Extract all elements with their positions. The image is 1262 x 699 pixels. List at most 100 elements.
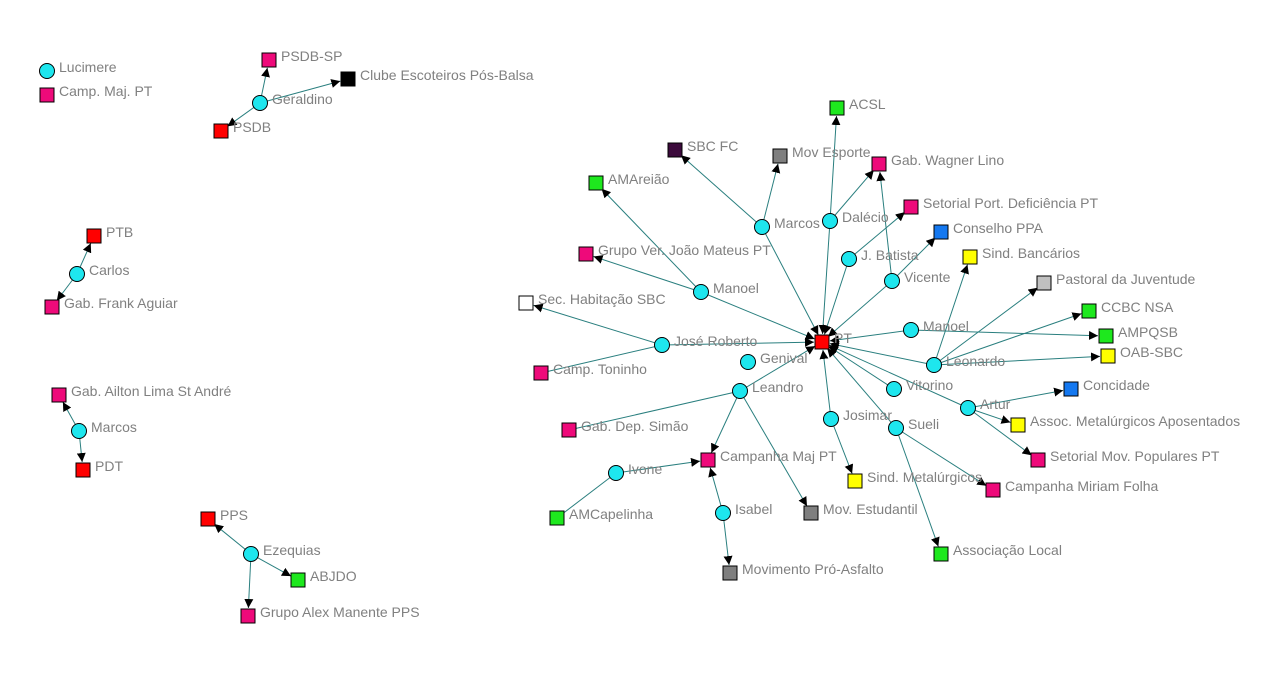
node-psdbsp[interactable]: PSDB-SP <box>261 48 342 68</box>
organization-square-icon[interactable] <box>985 482 1001 498</box>
node-grupover[interactable]: Grupo Ver. João Mateus PT <box>578 242 771 262</box>
organization-square-icon[interactable] <box>829 100 845 116</box>
node-joseroberto[interactable]: José Roberto <box>654 333 758 353</box>
node-sueli[interactable]: Sueli <box>888 416 940 436</box>
actor-circle-icon[interactable] <box>693 284 709 300</box>
node-campanhamaj[interactable]: Campanha Maj PT <box>700 448 837 468</box>
actor-circle-icon[interactable] <box>960 400 976 416</box>
actor-circle-icon[interactable] <box>822 213 838 229</box>
actor-circle-icon[interactable] <box>884 273 900 289</box>
actor-circle-icon[interactable] <box>715 505 731 521</box>
organization-square-icon[interactable] <box>588 175 604 191</box>
actor-circle-icon[interactable] <box>926 357 942 373</box>
organization-square-icon[interactable] <box>1063 381 1079 397</box>
organization-square-icon[interactable] <box>847 473 863 489</box>
node-ampqsb[interactable]: AMPQSB <box>1098 324 1178 344</box>
actor-circle-icon[interactable] <box>903 322 919 338</box>
node-manoell[interactable]: Manoel <box>693 280 759 300</box>
node-oab[interactable]: OAB-SBC <box>1100 344 1183 364</box>
node-gabfrank[interactable]: Gab. Frank Aguiar <box>44 295 178 315</box>
node-pastoral[interactable]: Pastoral da Juventude <box>1036 271 1196 291</box>
node-conselho[interactable]: Conselho PPA <box>933 220 1044 240</box>
organization-square-icon[interactable] <box>772 148 788 164</box>
organization-square-icon[interactable] <box>814 334 830 350</box>
node-marcos[interactable]: Marcos <box>754 215 820 235</box>
actor-circle-icon[interactable] <box>732 383 748 399</box>
organization-square-icon[interactable] <box>261 52 277 68</box>
node-miriam[interactable]: Campanha Miriam Folha <box>985 478 1158 498</box>
node-geraldino[interactable]: Geraldino <box>252 91 333 111</box>
organization-square-icon[interactable] <box>700 452 716 468</box>
actor-circle-icon[interactable] <box>69 266 85 282</box>
node-setorialport[interactable]: Setorial Port. Deficiência PT <box>903 195 1099 215</box>
organization-square-icon[interactable] <box>803 505 819 521</box>
node-pps[interactable]: PPS <box>200 507 248 527</box>
actor-circle-icon[interactable] <box>886 381 902 397</box>
actor-circle-icon[interactable] <box>252 95 268 111</box>
organization-square-icon[interactable] <box>86 228 102 244</box>
organization-square-icon[interactable] <box>722 565 738 581</box>
node-gabsimao[interactable]: Gab. Dep. Simão <box>561 418 689 438</box>
actor-circle-icon[interactable] <box>71 423 87 439</box>
node-dalecio[interactable]: Dalécio <box>822 209 889 229</box>
node-lucimere[interactable]: Lucimere <box>39 59 117 79</box>
organization-square-icon[interactable] <box>561 422 577 438</box>
organization-square-icon[interactable] <box>340 71 356 87</box>
node-abjdo[interactable]: ABJDO <box>290 568 357 588</box>
node-assoclocal[interactable]: Associação Local <box>933 542 1062 562</box>
organization-square-icon[interactable] <box>871 156 887 172</box>
actor-circle-icon[interactable] <box>243 546 259 562</box>
node-gabailton[interactable]: Gab. Ailton Lima St André <box>51 383 232 403</box>
actor-circle-icon[interactable] <box>754 219 770 235</box>
node-assocmet[interactable]: Assoc. Metalúrgicos Aposentados <box>1010 413 1240 433</box>
node-vicente[interactable]: Vicente <box>884 269 951 289</box>
node-artur[interactable]: Artur <box>960 396 1011 416</box>
node-proasfalto[interactable]: Movimento Pró-Asfalto <box>722 561 884 581</box>
organization-square-icon[interactable] <box>200 511 216 527</box>
organization-square-icon[interactable] <box>39 87 55 103</box>
node-ezequias[interactable]: Ezequias <box>243 542 321 562</box>
node-campmaj[interactable]: Camp. Maj. PT <box>39 83 153 103</box>
node-leonardo[interactable]: Leonardo <box>926 353 1006 373</box>
node-pt[interactable]: PT <box>814 330 852 350</box>
organization-square-icon[interactable] <box>290 572 306 588</box>
actor-circle-icon[interactable] <box>39 63 55 79</box>
organization-square-icon[interactable] <box>1098 328 1114 344</box>
organization-square-icon[interactable] <box>533 365 549 381</box>
node-psdb[interactable]: PSDB <box>213 119 271 139</box>
node-manoelr[interactable]: Manoel <box>903 318 969 338</box>
organization-square-icon[interactable] <box>549 510 565 526</box>
organization-square-icon[interactable] <box>1030 452 1046 468</box>
node-movesporte[interactable]: Mov Esporte <box>772 144 871 164</box>
organization-square-icon[interactable] <box>933 546 949 562</box>
node-jbatista[interactable]: J. Batista <box>841 247 919 267</box>
actor-circle-icon[interactable] <box>841 251 857 267</box>
node-pdt[interactable]: PDT <box>75 458 123 478</box>
actor-circle-icon[interactable] <box>654 337 670 353</box>
node-isabel[interactable]: Isabel <box>715 501 773 521</box>
organization-square-icon[interactable] <box>667 142 683 158</box>
node-gabwagner[interactable]: Gab. Wagner Lino <box>871 152 1004 172</box>
node-josimar[interactable]: Josimar <box>823 407 893 427</box>
actor-circle-icon[interactable] <box>888 420 904 436</box>
node-sindbanc[interactable]: Sind. Bancários <box>962 245 1080 265</box>
node-amareiao[interactable]: AMAreião <box>588 171 670 191</box>
node-grupoalex[interactable]: Grupo Alex Manente PPS <box>240 604 420 624</box>
actor-circle-icon[interactable] <box>740 354 756 370</box>
node-concidade[interactable]: Concidade <box>1063 377 1150 397</box>
node-setorialmov[interactable]: Setorial Mov. Populares PT <box>1030 448 1220 468</box>
node-marcosl[interactable]: Marcos <box>71 419 137 439</box>
node-sbcfc[interactable]: SBC FC <box>667 138 738 158</box>
organization-square-icon[interactable] <box>933 224 949 240</box>
organization-square-icon[interactable] <box>1010 417 1026 433</box>
organization-square-icon[interactable] <box>51 387 67 403</box>
organization-square-icon[interactable] <box>213 123 229 139</box>
node-clube[interactable]: Clube Escoteiros Pós-Balsa <box>340 67 534 87</box>
node-ccbc[interactable]: CCBC NSA <box>1081 299 1174 319</box>
node-carlos[interactable]: Carlos <box>69 262 130 282</box>
organization-square-icon[interactable] <box>578 246 594 262</box>
organization-square-icon[interactable] <box>75 462 91 478</box>
organization-square-icon[interactable] <box>44 299 60 315</box>
organization-square-icon[interactable] <box>962 249 978 265</box>
node-leandro[interactable]: Leandro <box>732 379 804 399</box>
